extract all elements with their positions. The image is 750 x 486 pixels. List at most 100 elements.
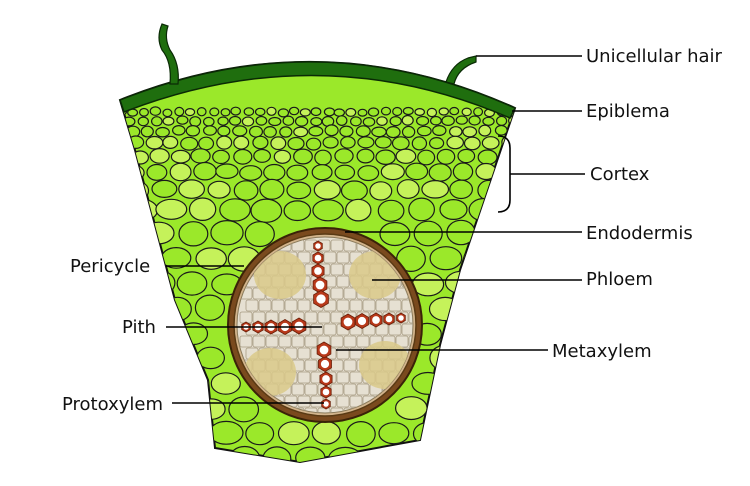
cortex-cell: [254, 107, 266, 117]
stele-cell: [304, 335, 318, 348]
cortex-cell: [287, 136, 305, 151]
stele-cell: [401, 323, 413, 336]
cortex-cell: [311, 420, 341, 445]
cortex-cell: [194, 294, 225, 321]
cortex-cell: [357, 136, 375, 149]
cortex-cell: [413, 220, 443, 247]
cortex-cell: [178, 322, 209, 346]
cortex-cells: [106, 106, 515, 463]
cortex-cell: [375, 149, 396, 165]
cortex-cell: [162, 116, 175, 126]
xylem-vessel: [369, 312, 383, 328]
cortex-cell: [172, 125, 186, 136]
stele-cell: [330, 335, 344, 348]
stele-cell: [343, 287, 357, 300]
cortex-cell: [170, 149, 191, 164]
cortex-cell: [479, 420, 512, 447]
cortex-cell: [444, 270, 479, 295]
cortex-cell: [120, 124, 125, 137]
vessel-lumen: [315, 243, 321, 249]
cortex-cell: [496, 115, 508, 127]
stele-cell: [401, 299, 413, 312]
stele-cell: [408, 335, 413, 348]
cortex-cell: [446, 322, 478, 345]
stele-cell: [336, 395, 350, 408]
cortex-cell: [378, 422, 410, 445]
cortex-cell: [412, 422, 443, 446]
cortex-cell: [233, 135, 250, 150]
cortex-cell: [334, 148, 354, 164]
xylem-vessel: [312, 251, 324, 265]
stele-cell: [291, 407, 305, 413]
cortex-cell: [198, 136, 215, 151]
cortex-cell: [322, 136, 339, 149]
stele-cell: [336, 371, 350, 384]
cortex-cell: [452, 162, 474, 181]
cortex-cell: [395, 446, 429, 463]
label-epiblema: Epiblema: [586, 101, 670, 122]
cortex-cell: [266, 106, 277, 116]
cortex-cell: [120, 296, 126, 322]
cortex-cell: [120, 115, 123, 126]
cortex-cell: [295, 446, 326, 463]
cortex-cell: [430, 115, 442, 126]
cortex-cell: [379, 221, 411, 247]
cortex-cell: [120, 446, 125, 463]
stele-cell: [323, 323, 337, 336]
stele-cell: [304, 359, 318, 372]
stele-cell: [297, 251, 311, 264]
cortex-cell: [120, 148, 130, 165]
cortex-cell: [324, 124, 339, 137]
vessel-lumen: [398, 315, 404, 321]
cortex-cell: [270, 136, 287, 151]
cortex-cell: [163, 296, 192, 322]
cortex-cell: [356, 148, 375, 164]
xylem-vessel: [316, 341, 332, 359]
cortex-cell: [185, 125, 201, 137]
cortex-cell: [480, 222, 510, 246]
cortex-cell: [327, 446, 363, 463]
cortex-cell: [411, 136, 428, 151]
cortex-cell: [417, 149, 436, 166]
cortex-cell: [345, 107, 357, 117]
xylem-vessel: [313, 290, 329, 308]
phloem-patch: [254, 251, 306, 299]
unicellular-hair-left: [158, 23, 179, 85]
cortex-cell: [438, 107, 449, 116]
cortex-cell: [463, 395, 494, 422]
cortex-cell: [229, 445, 261, 463]
cortex-cell: [497, 396, 515, 420]
cortex-cell: [369, 181, 393, 201]
cortex-cell: [145, 135, 164, 150]
stele-cell: [304, 383, 318, 396]
cortex-cell: [408, 197, 436, 222]
cortex-cell: [145, 370, 175, 396]
cortex-cell: [335, 115, 348, 126]
stele-cell: [388, 299, 402, 312]
stele-cell: [239, 335, 253, 348]
cortex-cell: [305, 137, 322, 151]
cortex-cell: [193, 161, 217, 181]
stele-cell: [304, 311, 318, 324]
cortex-cell: [106, 109, 115, 116]
stele-cell: [349, 395, 363, 408]
cortex-cell: [176, 115, 189, 125]
cortex-cell: [463, 247, 495, 270]
xylem-vessel: [383, 312, 395, 326]
unicellular-hair-right: [445, 55, 477, 85]
cortex-cell: [144, 422, 174, 446]
vessel-lumen: [320, 359, 330, 369]
cortex-cell: [498, 149, 515, 165]
cortex-cell: [184, 107, 196, 117]
label-unicellular-hair: Unicellular hair: [586, 46, 723, 67]
cortex-cell: [405, 162, 429, 181]
cortex-cell: [500, 162, 515, 180]
cortex-cell: [334, 164, 356, 181]
cortex-cell: [120, 421, 142, 446]
cortex-cell: [340, 136, 356, 149]
stele-cell: [362, 323, 376, 336]
stele-cell: [343, 359, 357, 372]
cortex-cell: [502, 179, 515, 199]
cortex-cell: [263, 125, 277, 138]
xylem-vessel: [320, 385, 332, 399]
